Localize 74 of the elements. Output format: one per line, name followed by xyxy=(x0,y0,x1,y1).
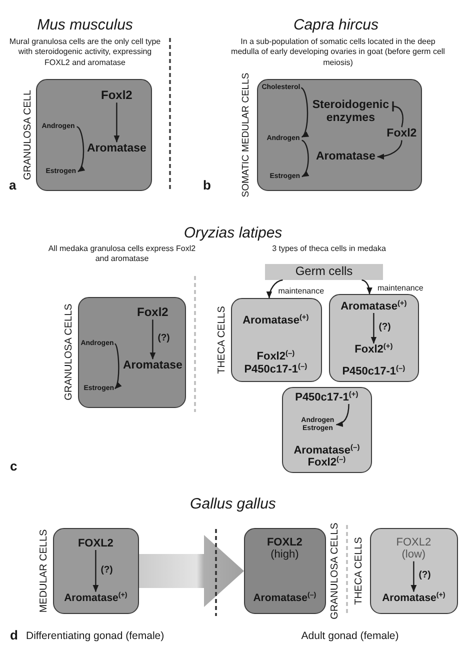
edge-label: (?) xyxy=(378,322,391,334)
cell-box xyxy=(257,79,422,191)
arrow xyxy=(336,404,350,426)
gene-label: Aromatase$^{(+)}$ xyxy=(382,592,446,604)
arrow xyxy=(370,313,377,344)
description-text: In a sub-population of somatic cells located in the deep medulla of early developing ovaries in goat (before germ cell meiosis) xyxy=(230,37,446,68)
gene-label: Aromatase xyxy=(316,150,376,164)
side-label: GRANULOSA CELLS xyxy=(63,304,75,400)
species-title: Capra hircus xyxy=(293,16,379,34)
cell-box xyxy=(370,528,458,614)
side-label: THECA CELLS xyxy=(216,306,228,374)
description-text: 3 types of theca cells in medaka xyxy=(271,244,387,254)
gene-label: Foxl2 xyxy=(137,306,168,320)
cell-type-label: Germ cells xyxy=(295,265,353,279)
panel-letter: c xyxy=(10,460,18,474)
header-bar xyxy=(265,264,383,280)
cell-box xyxy=(282,387,372,473)
edge-label: (?) xyxy=(100,565,113,576)
gene-label: Aromatase xyxy=(122,359,182,372)
cell-box xyxy=(53,528,139,614)
arrow xyxy=(410,561,417,592)
cell-box xyxy=(78,297,186,408)
gene-label: Aromatase$^{(+)}$ xyxy=(340,300,407,313)
stage-caption: Differentiating gonad (female) xyxy=(26,630,164,642)
side-label: GRANULOSA CELLS xyxy=(329,522,341,620)
description-text: All medaka granulosa cells express Foxl2 and aromatase xyxy=(47,244,197,265)
edge-label: maintenance xyxy=(278,286,324,296)
species-title: Mus musculus xyxy=(37,16,133,34)
arrow xyxy=(266,279,283,298)
gene-label: Aromatase xyxy=(86,142,146,156)
arrow xyxy=(150,320,156,360)
arrow xyxy=(302,140,309,178)
stage-caption: Adult gonad (female) xyxy=(301,630,399,642)
side-label: THECA CELLS xyxy=(353,537,365,605)
gene-label: Aromatase$^{(+)}$ xyxy=(242,314,309,327)
edge-label: (?) xyxy=(158,334,170,345)
description-text: Mural granulosa cells are the only cell type with steroidogenic activity, expressing FOXL2 and aromatase xyxy=(8,37,162,68)
enzyme-label: Steroidogenic enzymes xyxy=(312,98,390,125)
side-label: MEDULAR CELLS xyxy=(38,529,50,613)
panel-letter: a xyxy=(9,178,16,194)
gene-label: Aromatase$^{(–)}$ xyxy=(294,444,360,456)
panel-letter: d xyxy=(10,628,18,644)
edge-label: maintenance xyxy=(378,283,424,293)
gene-label: FOXL2 (low) xyxy=(396,536,432,562)
arrow xyxy=(300,87,309,138)
edge-label: (?) xyxy=(418,571,431,582)
gene-label: Foxl2$^{(–)}$ xyxy=(256,350,295,363)
cell-box xyxy=(244,528,326,614)
arrow xyxy=(92,550,99,592)
block-arrow xyxy=(139,535,244,607)
cell-box xyxy=(36,79,152,191)
species-title: Gallus gallus xyxy=(190,495,276,513)
gene-label: Foxl2$^{(+)}$ xyxy=(354,343,393,356)
gene-label: Aromatase$^{(+)}$ xyxy=(64,592,128,604)
cell-box xyxy=(231,298,322,382)
gene-label: Foxl2 xyxy=(101,88,132,103)
gene-label: Foxl2 xyxy=(386,127,417,140)
arrow xyxy=(76,126,85,172)
gene-label: P450c17-1$^{(–)}$ xyxy=(342,365,406,378)
gene-label: FOXL2 (high) xyxy=(266,536,302,562)
arrow xyxy=(114,102,120,142)
species-title: Oryzias latipes xyxy=(184,224,282,242)
gene-label: P450c17-1$^{(–)}$ xyxy=(244,363,308,376)
panel-letter: b xyxy=(203,178,211,194)
side-label: GRANULOSA CELL xyxy=(22,90,34,180)
gene-label: Foxl2$^{(–)}$ xyxy=(308,456,346,469)
cell-box xyxy=(329,294,419,382)
arrow xyxy=(114,343,122,390)
gene-label: P450c17-1$^{(+)}$ xyxy=(295,391,358,404)
side-label: SOMATIC MEDULAR CELLS xyxy=(242,72,252,198)
arrow xyxy=(362,279,372,294)
arrow xyxy=(377,140,402,160)
gene-label: Aromatase$^{(–)}$ xyxy=(253,592,316,604)
gene-label: FOXL2 xyxy=(78,537,114,550)
